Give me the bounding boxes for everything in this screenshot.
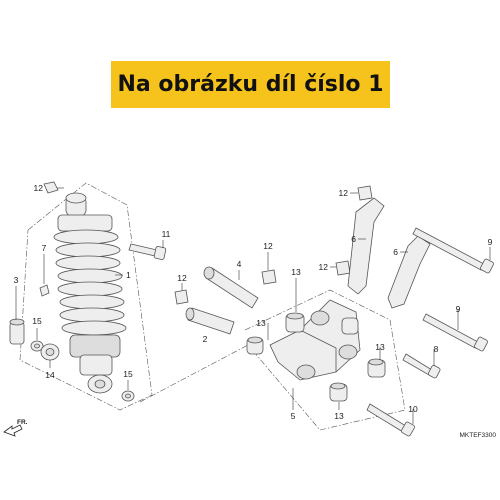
bolt-11	[128, 243, 167, 260]
collar-3	[9, 318, 25, 345]
shock-lower-body	[79, 354, 113, 376]
callout-15-left: 15	[32, 316, 42, 326]
callout-9-top: 9	[488, 237, 493, 247]
pin-4	[203, 266, 259, 309]
leader-lines	[15, 187, 491, 424]
shock-absorber	[53, 192, 127, 394]
callout-12-top-left: 12	[34, 183, 44, 193]
bolt-10	[366, 403, 415, 437]
shock-group-outline	[19, 182, 153, 411]
callout-12-top-right: 12	[339, 188, 349, 198]
link-group-outline	[244, 289, 406, 431]
callout-13-top: 13	[291, 267, 301, 277]
callout-14: 14	[45, 370, 55, 380]
callout-4: 4	[237, 259, 242, 269]
bushing-13-right	[367, 358, 386, 378]
shock-upper-mount	[57, 214, 113, 232]
nut-12-top-right	[357, 185, 373, 201]
callout-12-center: 12	[177, 273, 187, 283]
callout-3: 3	[14, 275, 19, 285]
nut-12-center-top	[261, 269, 277, 285]
banner-text: Na obrázku díl číslo 1	[117, 72, 384, 97]
callout-13-right: 13	[375, 342, 385, 352]
callout-11: 11	[162, 229, 171, 239]
bushing-13-left	[246, 336, 264, 355]
nut-12-mid-right	[335, 260, 351, 276]
shock-spring	[53, 229, 127, 336]
rod-6-left	[347, 197, 385, 295]
bushing-13-topright	[341, 317, 359, 335]
callout-12-center-top: 12	[263, 241, 273, 251]
front-direction-label: FR.	[17, 419, 28, 426]
callout-6-right: 6	[393, 247, 398, 257]
link-body-5	[269, 299, 361, 381]
bushing-13-bottom	[329, 382, 348, 402]
callout-6-left: 6	[351, 234, 356, 244]
callout-2: 2	[203, 334, 208, 344]
callout-15-right: 15	[123, 369, 133, 379]
callout-13-left: 13	[256, 318, 266, 328]
bolt-9-top	[412, 227, 494, 274]
nut-12-center	[174, 289, 189, 305]
callout-12-mid-right: 12	[319, 262, 329, 272]
callout-10: 10	[408, 404, 418, 414]
bushing-13-top	[285, 312, 305, 333]
clip-7	[39, 284, 50, 297]
bolt-8	[402, 353, 441, 379]
link-lower-line	[139, 344, 249, 403]
callout-5: 5	[291, 411, 296, 421]
shock-damper-body	[69, 334, 121, 358]
callout-1: 1	[126, 270, 131, 280]
shock-top-eye	[65, 192, 87, 204]
callout-9-bottom: 9	[456, 304, 461, 314]
bolt-9-bottom	[422, 313, 488, 352]
diagram-code: MKTEF3300	[460, 432, 497, 439]
callout-13-bottom: 13	[334, 411, 344, 421]
pin-2	[185, 307, 235, 335]
nut-12-top-left	[43, 181, 59, 194]
callout-8: 8	[434, 344, 439, 354]
title-banner: Na obrázku díl číslo 1	[111, 61, 390, 108]
front-direction-arrow-icon	[3, 424, 23, 437]
bearing-14	[40, 343, 60, 361]
callout-7: 7	[42, 243, 47, 253]
